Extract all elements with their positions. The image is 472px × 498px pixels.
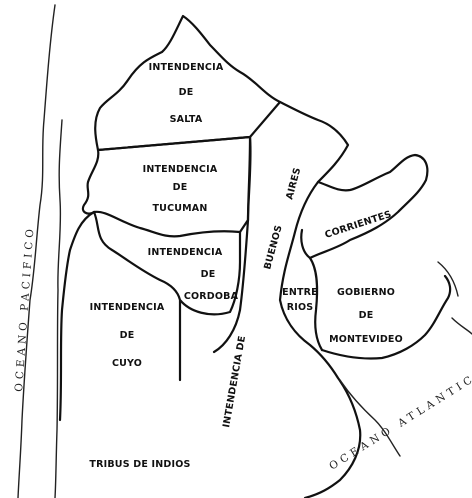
buenos-aires-word-2: AIRES — [284, 166, 303, 200]
buenos-aires-inner — [212, 135, 252, 354]
salta-line-3: SALTA — [170, 114, 203, 125]
corrientes-boundary — [300, 153, 429, 260]
cordoba-label: INTENDENCIA DE CORDOBA — [148, 247, 239, 302]
montevideo-line-3: MONTEVIDEO — [329, 334, 403, 345]
atlantic-coastline — [339, 261, 472, 457]
tucuman-boundary — [81, 135, 252, 238]
tucuman-line-3: TUCUMAN — [152, 203, 207, 214]
cordoba-line-3: CORDOBA — [184, 291, 239, 302]
montevideo-boundary — [320, 274, 452, 360]
cuyo-line-2: DE — [120, 330, 135, 341]
buenos-aires-prefix: INTENDENCIA DE — [221, 335, 248, 429]
pacific-ocean-label: OCEANO PACIFICO — [13, 225, 37, 392]
buenos-aires-boundary — [278, 100, 362, 498]
buenos-aires-word-1: BUENOS — [262, 224, 284, 271]
montevideo-line-1: GOBIERNO — [337, 287, 395, 298]
cuyo-line-1: INTENDENCIA — [90, 302, 165, 313]
entre-rios-label: ENTRE RIOS — [282, 287, 318, 313]
pacific-coastline — [17, 4, 56, 498]
entre-rios-boundary — [308, 256, 324, 352]
salta-label: INTENDENCIA DE SALTA — [149, 62, 224, 125]
montevideo-label: GOBIERNO DE MONTEVIDEO — [329, 287, 403, 345]
cordoba-boundary — [92, 210, 242, 382]
cuyo-label: INTENDENCIA DE CUYO — [90, 302, 165, 369]
tucuman-line-1: INTENDENCIA — [143, 164, 218, 175]
salta-line-1: INTENDENCIA — [149, 62, 224, 73]
tucuman-line-2: DE — [173, 182, 188, 193]
cuyo-boundary — [58, 210, 96, 422]
montevideo-line-2: DE — [359, 310, 374, 321]
cuyo-line-3: CUYO — [112, 358, 142, 369]
cordoba-line-1: INTENDENCIA — [148, 247, 223, 258]
salta-boundary — [94, 14, 282, 152]
entre-rios-line-2: RIOS — [287, 302, 314, 313]
tribus-label: TRIBUS DE INDIOS — [89, 459, 190, 470]
andes-line — [54, 119, 63, 498]
tucuman-label: INTENDENCIA DE TUCUMAN — [143, 164, 218, 214]
entre-rios-line-1: ENTRE — [282, 287, 318, 298]
cordoba-line-2: DE — [201, 269, 216, 280]
salta-line-2: DE — [179, 87, 194, 98]
